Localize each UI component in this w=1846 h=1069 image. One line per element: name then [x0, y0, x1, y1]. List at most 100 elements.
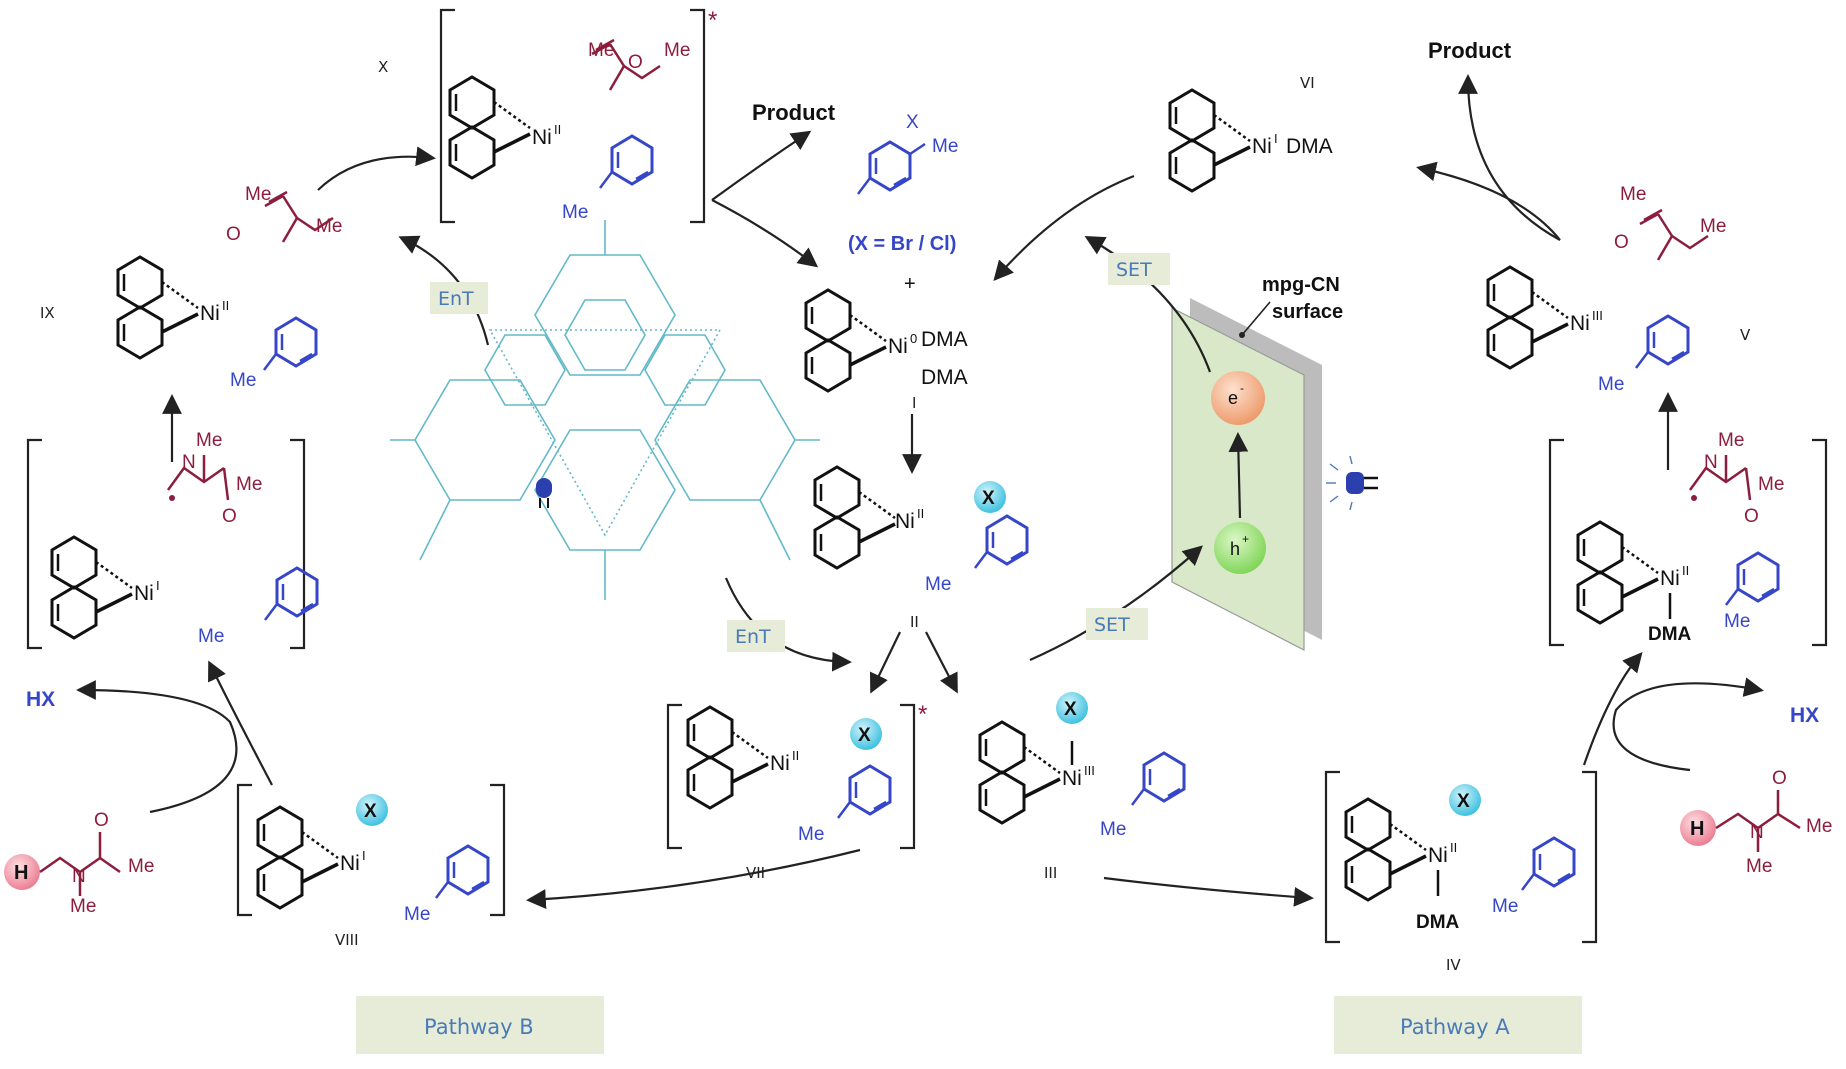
svg-text:Me: Me	[798, 824, 824, 845]
bracket-VIII	[236, 783, 506, 917]
electron-sup: -	[1240, 381, 1244, 395]
o-label: O	[1614, 232, 1629, 253]
svg-text:Me: Me	[925, 574, 951, 595]
label-VIII: VIII	[335, 931, 359, 949]
svg-text:Me: Me	[1806, 816, 1832, 837]
complex-VIII: Ni I Me	[256, 805, 490, 925]
label-V: V	[1740, 326, 1751, 344]
o-label: O	[628, 52, 643, 73]
hx-right: HX	[1790, 704, 1819, 727]
svg-text:Ni: Ni	[1062, 767, 1082, 790]
excited-star: *	[708, 7, 717, 34]
bracket-X	[439, 8, 706, 224]
svg-text:Ni: Ni	[770, 752, 790, 775]
complex-VI: Ni I DMA	[1168, 88, 1333, 193]
complex-V: Ni III Me	[1486, 208, 1710, 395]
hx-left: HX	[26, 688, 55, 711]
svg-text:Ni: Ni	[895, 510, 915, 533]
hole-label: h	[1230, 539, 1240, 559]
svg-text:II: II	[222, 298, 229, 313]
complex-IV: Ni II Me DMA	[1344, 797, 1576, 933]
svg-text:I: I	[156, 578, 160, 593]
svg-text:II: II	[917, 506, 924, 521]
x-radical-ball	[356, 794, 388, 826]
svg-text:0: 0	[910, 331, 917, 346]
svg-text:Ni: Ni	[888, 335, 908, 358]
dma-ligand: DMA	[1416, 912, 1460, 933]
me-label: Me	[316, 216, 342, 237]
label-III: III	[1044, 864, 1057, 882]
svg-text:Me: Me	[1598, 374, 1624, 395]
svg-text:II: II	[1450, 840, 1457, 855]
surface-label-1: mpg-CN	[1262, 274, 1340, 296]
svg-text:Me: Me	[1758, 474, 1784, 495]
svg-text:II: II	[554, 122, 561, 137]
excited-star: *	[918, 701, 927, 728]
carbon-nitride-framework	[390, 220, 820, 600]
svg-text:Me: Me	[1724, 611, 1750, 632]
x-ligand-label: X	[1064, 699, 1077, 720]
svg-text:H: H	[1690, 818, 1704, 840]
hole-sup: +	[1242, 532, 1249, 546]
x-radical-label: X	[364, 801, 377, 822]
x-ligand-label: X	[858, 725, 871, 746]
me-label: Me	[245, 184, 271, 205]
halide-note: (X = Br / Cl)	[848, 233, 956, 255]
svg-text:Me: Me	[1492, 896, 1518, 917]
plus-sign: +	[904, 273, 916, 295]
x-ligand-ball	[1056, 692, 1088, 724]
svg-text:Me: Me	[932, 136, 958, 157]
svg-text:I: I	[1274, 131, 1278, 146]
svg-text:Me: Me	[1100, 819, 1126, 840]
svg-text:N: N	[1704, 452, 1718, 473]
svg-text:Me: Me	[70, 896, 96, 917]
dma-reagent-right: H N O Me Me	[1680, 768, 1832, 877]
ent-mid-chip	[727, 620, 785, 652]
svg-text:Me: Me	[196, 430, 222, 451]
svg-text:H: H	[14, 862, 28, 884]
x-ligand-label: X	[982, 488, 995, 509]
complex-X: Ni II Me	[448, 38, 662, 223]
svg-text:Ni: Ni	[1660, 567, 1680, 590]
svg-text:O: O	[1744, 506, 1759, 527]
light-bulb-icon	[536, 478, 552, 508]
electron-label: e	[1228, 388, 1238, 408]
label-I: I	[912, 394, 916, 412]
svg-text:Me: Me	[1746, 856, 1772, 877]
complex-VII: Ni II Me	[686, 705, 892, 845]
svg-text:Me: Me	[128, 856, 154, 877]
dma-reagent-left: H N O Me Me	[4, 810, 154, 917]
me-label: Me	[588, 40, 614, 61]
alpha-amino-radical: Me N Me O	[166, 430, 262, 527]
label-IV: IV	[1446, 956, 1461, 974]
me-label: Me	[664, 40, 690, 61]
svg-text:O: O	[222, 506, 237, 527]
surface-label-2: surface	[1272, 301, 1343, 323]
complex-I: Ni 0 DMA DMA	[804, 288, 968, 393]
bracket-IV	[1324, 770, 1598, 944]
ent-top-chip	[430, 282, 488, 314]
set-mid-chip	[1086, 608, 1148, 640]
aryl-halide-substrate: X Me	[856, 112, 958, 196]
pathway-a-label: Pathway A	[1400, 1015, 1510, 1039]
complex-II: Ni II Me	[813, 465, 1029, 595]
complex-Ni-II-DMA: Ni II Me DMA	[1576, 520, 1780, 645]
x-radical-label: X	[1457, 791, 1470, 812]
product-left: Product	[752, 100, 836, 125]
x-ligand-ball	[974, 481, 1006, 513]
label-II: II	[910, 613, 919, 631]
svg-text:Me: Me	[230, 370, 256, 391]
svg-text:Me: Me	[404, 904, 430, 925]
svg-text:III: III	[1084, 763, 1095, 778]
x-radical-ball	[1449, 784, 1481, 816]
pathway-b-label: Pathway B	[424, 1015, 534, 1039]
svg-text:Me: Me	[1718, 430, 1744, 451]
complex-IX: Ni II Me	[116, 190, 335, 391]
complex-Ni-I-aryl: Ni I Me	[50, 535, 319, 647]
x-ligand-ball	[850, 718, 882, 750]
set-top-chip	[1108, 253, 1170, 285]
pathway-b-box	[356, 996, 604, 1054]
svg-text:Ni: Ni	[1252, 135, 1272, 158]
svg-text:Me: Me	[198, 626, 224, 647]
set-mid-label: SET	[1094, 614, 1130, 636]
